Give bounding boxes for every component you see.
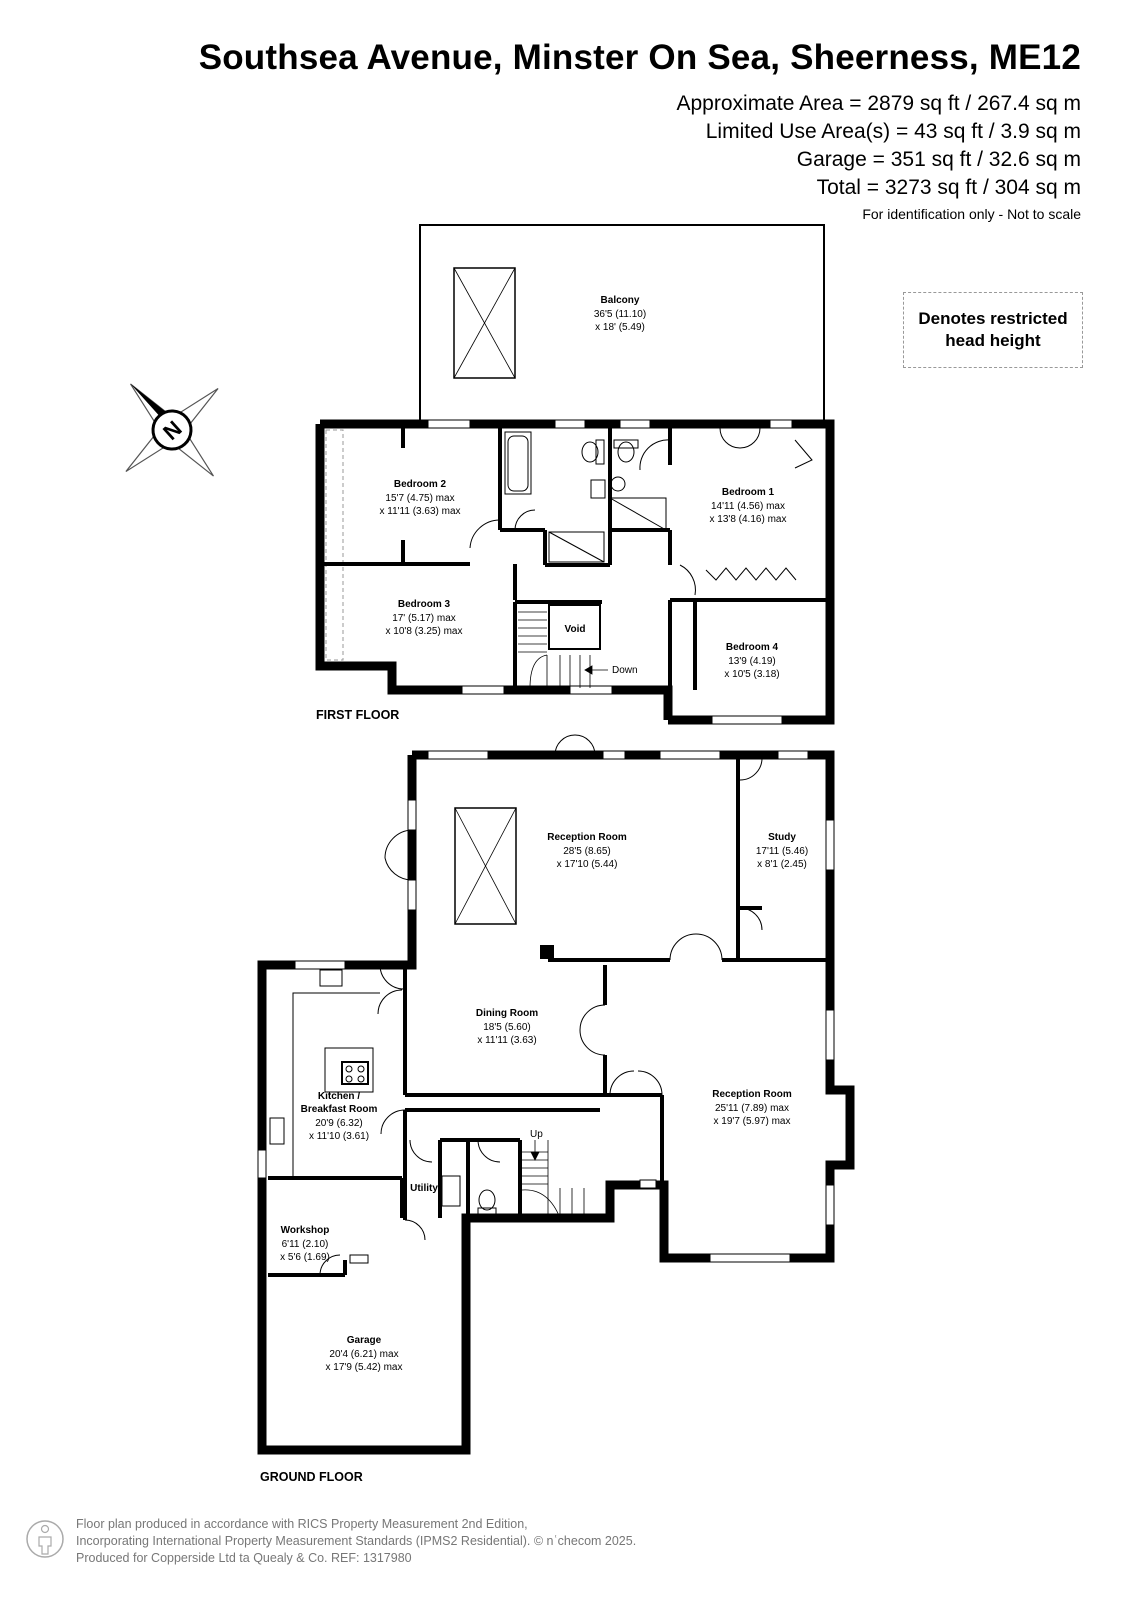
room-dim-bedroom-3-1: 17' (5.17) max xyxy=(392,613,456,624)
compass-rose-icon: N xyxy=(125,383,219,477)
room-label-kitchen-2: Breakfast Room xyxy=(301,1104,378,1115)
room-dim-garage-2: x 17'9 (5.42) max xyxy=(326,1362,403,1373)
room-label-balcony: Balcony xyxy=(601,295,640,306)
legend-line-1: Denotes restricted xyxy=(918,309,1068,328)
room-dim-garage-1: 20'4 (6.21) max xyxy=(329,1349,398,1360)
void-area xyxy=(548,604,601,650)
chimney-block xyxy=(540,945,554,959)
room-dim-workshop-1: 6'11 (2.10) xyxy=(282,1239,329,1250)
room-dim-study-2: x 8'1 (2.45) xyxy=(757,859,807,870)
ground-floor-labels: Reception Room 28'5 (8.65) x 17'10 (5.44… xyxy=(260,832,808,1484)
room-label-workshop: Workshop xyxy=(281,1225,330,1236)
room-dim-bedroom-2-1: 15'7 (4.75) max xyxy=(385,493,454,504)
ground-floor-interior-walls xyxy=(268,757,830,1277)
restricted-height-legend: Denotes restricted head height xyxy=(903,292,1083,368)
room-label-study: Study xyxy=(768,832,796,843)
bathroom-fixtures xyxy=(504,431,667,563)
room-label-bedroom-3: Bedroom 3 xyxy=(398,599,451,610)
stair-label-down: Down xyxy=(612,665,638,676)
ground-floor-stairs xyxy=(521,1140,585,1219)
footer-line-2: Incorporating International Property Mea… xyxy=(76,1534,637,1548)
ground-floor-plan: Reception Room 28'5 (8.65) x 17'10 (5.44… xyxy=(257,734,855,1484)
room-label-dining: Dining Room xyxy=(476,1008,538,1019)
kitchen-fixtures xyxy=(269,969,497,1264)
room-dim-dining-2: x 11'11 (3.63) xyxy=(477,1035,536,1046)
room-label-utility: Utility xyxy=(410,1183,438,1194)
room-dim-bedroom-1-1: 14'11 (4.56) max xyxy=(711,501,785,512)
room-dim-bedroom-1-2: x 13'8 (4.16) max xyxy=(710,514,787,525)
footer-line-1: Floor plan produced in accordance with R… xyxy=(76,1517,528,1531)
room-dim-reception-2-2: x 19'7 (5.97) max xyxy=(714,1116,791,1127)
room-dim-workshop-2: x 5'6 (1.69) xyxy=(280,1252,330,1263)
room-dim-bedroom-4-2: x 10'5 (3.18) xyxy=(724,669,779,680)
area-summary: Approximate Area = 2879 sq ft / 267.4 sq… xyxy=(677,90,1082,202)
footer-line-3: Produced for Copperside Ltd ta Quealy & … xyxy=(76,1551,412,1565)
room-dim-kitchen-1: 20'9 (6.32) xyxy=(315,1118,363,1129)
room-label-kitchen: Kitchen / xyxy=(318,1091,360,1102)
room-label-reception-2: Reception Room xyxy=(712,1089,792,1100)
room-label-void: Void xyxy=(565,624,586,635)
area-approximate: Approximate Area = 2879 sq ft / 267.4 sq… xyxy=(676,92,1082,115)
room-dim-reception-2-1: 25'11 (7.89) max xyxy=(715,1103,789,1114)
first-floor-doors xyxy=(469,427,813,596)
room-dim-bedroom-3-2: x 10'8 (3.25) max xyxy=(386,626,463,637)
first-floor-labels: Balcony 36'5 (11.10) x 18' (5.49) Bedroo… xyxy=(316,295,786,722)
room-dim-reception-1-2: x 17'10 (5.44) xyxy=(557,859,618,870)
skylight-icon xyxy=(454,807,517,925)
room-label-bedroom-4: Bedroom 4 xyxy=(726,642,779,653)
first-floor-plan: Balcony 36'5 (11.10) x 18' (5.49) Bedroo… xyxy=(315,224,835,725)
room-dim-dining-1: 18'5 (5.60) xyxy=(483,1022,531,1033)
room-label-reception-1: Reception Room xyxy=(547,832,627,843)
room-dim-bedroom-4-1: 13'9 (4.19) xyxy=(728,656,776,667)
room-dim-reception-1-1: 28'5 (8.65) xyxy=(563,846,611,857)
area-garage: Garage = 351 sq ft / 32.6 sq m xyxy=(796,148,1081,171)
room-dim-balcony-2: x 18' (5.49) xyxy=(595,322,645,333)
room-dim-kitchen-2: x 11'10 (3.61) xyxy=(309,1131,369,1142)
skylight-icon xyxy=(453,267,516,379)
room-dim-balcony-1: 36'5 (11.10) xyxy=(594,309,646,320)
stair-label-up: Up xyxy=(530,1129,543,1140)
floor-label-first: FIRST FLOOR xyxy=(316,708,399,722)
legend-line-2: head height xyxy=(945,331,1041,350)
ground-floor-windows xyxy=(257,750,835,1263)
ground-floor-doors xyxy=(319,734,763,1276)
first-floor-windows xyxy=(427,419,793,725)
person-icon xyxy=(26,1520,64,1558)
property-title: Southsea Avenue, Minster On Sea, Sheerne… xyxy=(198,38,1081,77)
disclaimer: For identification only - Not to scale xyxy=(862,206,1081,222)
room-label-garage: Garage xyxy=(347,1335,382,1346)
room-dim-bedroom-2-2: x 11'11 (3.63) max xyxy=(379,506,460,517)
room-label-bedroom-2: Bedroom 2 xyxy=(394,479,447,490)
restricted-height-zone xyxy=(325,429,344,661)
footer-notes: Floor plan produced in accordance with R… xyxy=(76,1516,636,1567)
area-total: Total = 3273 sq ft / 304 sq m xyxy=(816,176,1081,199)
floor-label-ground: GROUND FLOOR xyxy=(260,1470,363,1484)
room-label-bedroom-1: Bedroom 1 xyxy=(722,487,775,498)
area-limited-use: Limited Use Area(s) = 43 sq ft / 3.9 sq … xyxy=(705,120,1081,143)
room-dim-study-1: 17'11 (5.46) xyxy=(756,846,808,857)
first-floor-stairs xyxy=(518,611,608,689)
